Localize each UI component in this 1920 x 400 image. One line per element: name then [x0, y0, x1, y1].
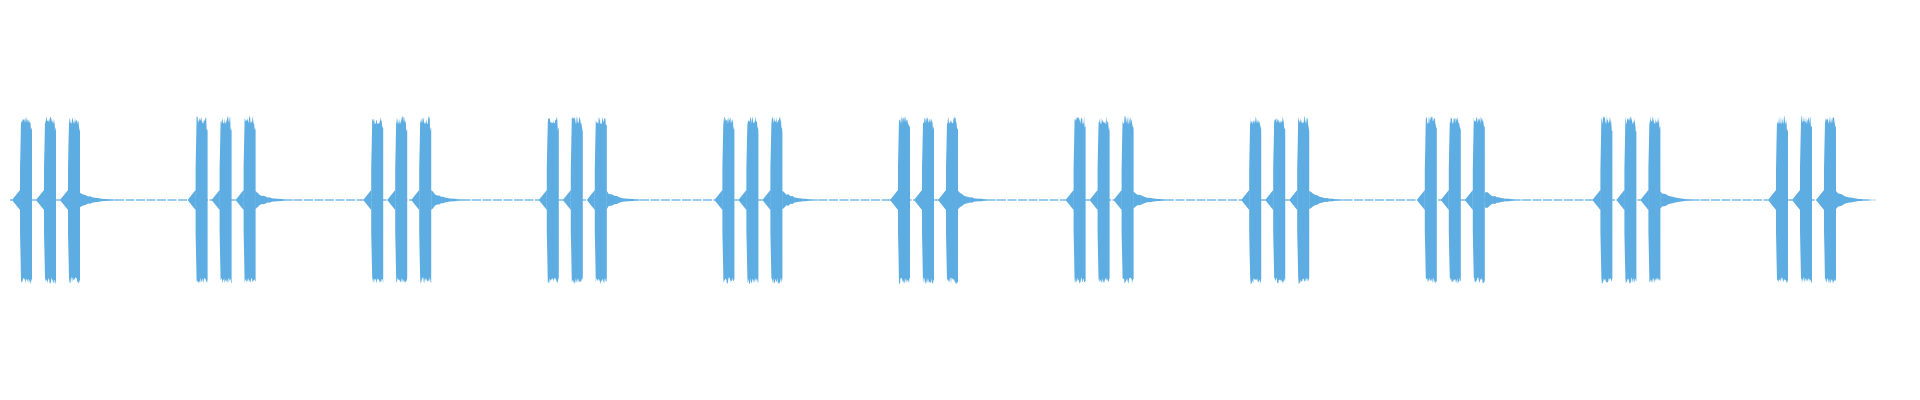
burst-onset [1065, 190, 1074, 210]
burst-group [1416, 116, 1525, 284]
burst-decay-tail [958, 190, 998, 210]
waveform-burst [1648, 116, 1661, 284]
burst-onset [1464, 190, 1473, 210]
burst-decay-tail [1309, 190, 1350, 210]
burst-onset [762, 190, 771, 210]
waveform-burst [746, 116, 759, 284]
burst-onset [1792, 190, 1800, 210]
burst-onset [187, 190, 196, 210]
burst-onset [738, 190, 747, 210]
waveform-burst [1424, 116, 1437, 284]
burst-decay-tail [255, 191, 296, 209]
burst-onset [1768, 190, 1776, 210]
burst-group [1592, 116, 1701, 284]
burst-onset [538, 190, 547, 210]
burst-onset [586, 190, 595, 210]
burst-onset [714, 190, 723, 210]
burst-onset [1113, 190, 1122, 210]
burst-onset [363, 190, 372, 210]
waveform-burst [1249, 116, 1262, 284]
waveform-burst [1776, 116, 1788, 284]
burst-onset [12, 190, 20, 210]
waveform-burst [68, 117, 80, 284]
burst-decay-tail [606, 190, 647, 210]
waveform-burst [946, 116, 958, 284]
waveform-burst [419, 116, 432, 285]
burst-group [1241, 116, 1350, 284]
burst-group [890, 116, 998, 284]
waveform-burst [722, 116, 735, 284]
burst-onset [1089, 190, 1098, 210]
waveform-burst [1297, 116, 1310, 284]
burst-group [12, 116, 120, 284]
burst-onset [1289, 190, 1298, 210]
burst-onset [1265, 190, 1274, 210]
waveform-burst [594, 116, 607, 284]
burst-onset [890, 190, 898, 210]
waveform-burst [1824, 116, 1836, 284]
burst-onset [411, 190, 420, 210]
waveform-burst [546, 116, 559, 284]
waveform-burst [20, 116, 32, 284]
burst-onset [211, 190, 220, 210]
waveform-burst [371, 116, 384, 284]
burst-onset [60, 190, 68, 210]
burst-onset [235, 190, 244, 210]
burst-onset [938, 190, 946, 210]
burst-group [1065, 116, 1174, 284]
waveform-burst [1448, 116, 1461, 284]
burst-onset [1241, 190, 1250, 210]
waveform-burst [44, 116, 56, 284]
burst-onset [387, 190, 396, 210]
burst-decay-tail [1133, 191, 1174, 209]
waveform-burst [219, 116, 232, 284]
burst-group [363, 116, 472, 285]
waveform-bursts [12, 116, 1876, 285]
burst-onset [1416, 190, 1425, 210]
waveform-burst [770, 116, 783, 284]
waveform-burst [1273, 116, 1286, 284]
burst-onset [36, 190, 44, 210]
waveform-burst [1600, 116, 1613, 284]
burst-onset [562, 190, 571, 210]
waveform-burst [1624, 116, 1637, 284]
waveform-burst [195, 116, 208, 284]
burst-group [1768, 116, 1876, 284]
waveform-burst [1800, 116, 1812, 284]
burst-decay-tail [1836, 191, 1876, 209]
burst-onset [1592, 190, 1601, 210]
burst-onset [914, 190, 922, 210]
burst-decay-tail [782, 190, 823, 210]
burst-decay-tail [80, 192, 120, 208]
burst-decay-tail [1484, 191, 1525, 209]
waveform-burst [395, 116, 408, 283]
burst-decay-tail [431, 190, 472, 210]
waveform-burst [1097, 116, 1110, 284]
waveform-burst [243, 116, 256, 284]
burst-onset [1440, 190, 1449, 210]
burst-group [538, 116, 647, 284]
waveform-burst [1472, 116, 1485, 284]
waveform-burst [922, 116, 934, 284]
waveform-burst [570, 116, 583, 284]
burst-decay-tail [1660, 191, 1701, 209]
burst-onset [1616, 190, 1625, 210]
burst-group [714, 116, 823, 284]
waveform-burst [1121, 116, 1134, 284]
burst-group [187, 116, 296, 284]
waveform-burst [898, 116, 910, 284]
burst-onset [1816, 190, 1824, 210]
burst-onset [1640, 190, 1649, 210]
waveform-burst [1073, 116, 1086, 284]
